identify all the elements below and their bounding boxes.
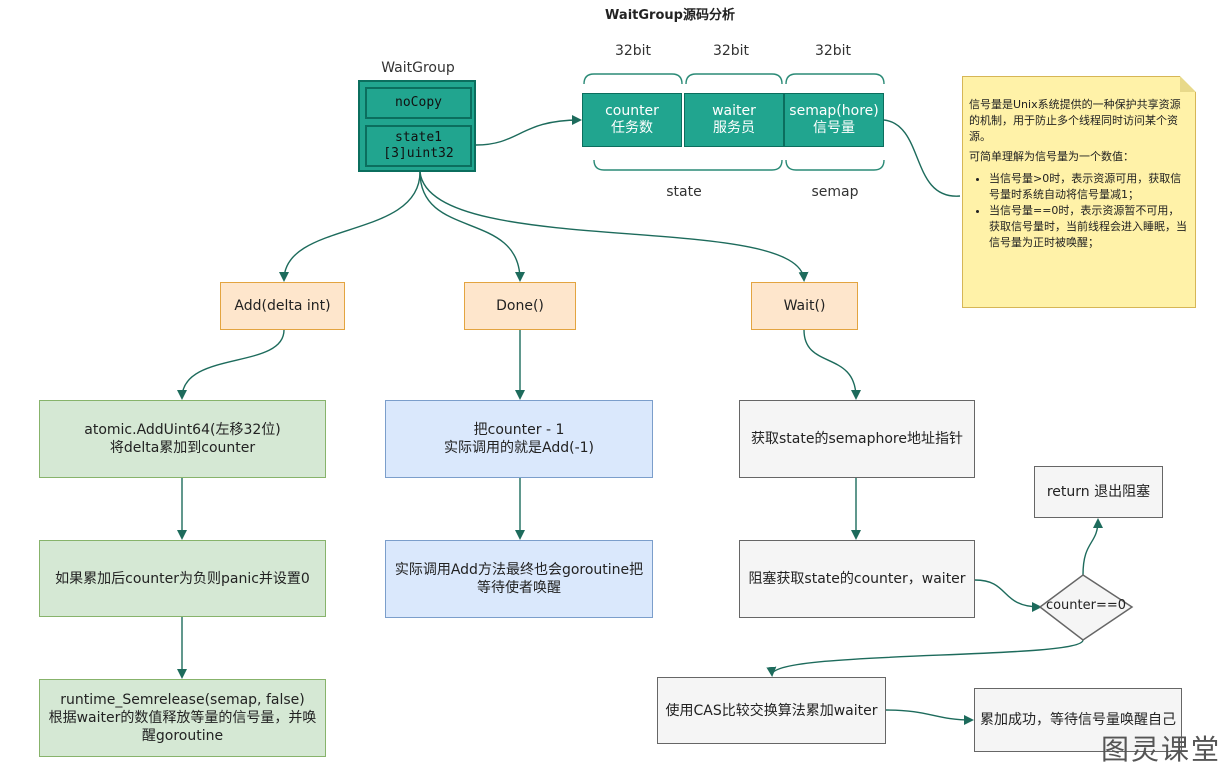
segment-waiter-desc: 服务员 [713, 120, 755, 136]
bits-label-2: 32bit [712, 43, 750, 59]
field-state1-name: state1 [395, 130, 442, 145]
link-add-to-s1 [177, 329, 285, 400]
note-paragraph-2: 可简单理解为信号量为一个数值： [969, 150, 1134, 163]
segment-counter: counter 任务数 [582, 93, 682, 147]
semaphore-note: 信号量是Unix系统提供的一种保护共享资源的机制，用于防止多个线程同时访问某个资… [962, 76, 1196, 308]
segment-waiter: waiter 服务员 [684, 93, 784, 147]
link-struct-to-layout [475, 115, 582, 146]
link-wait-s2-decision [974, 579, 1042, 612]
bits-label-1: 32bit [614, 43, 652, 59]
note-paragraph-1: 信号量是Unix系统提供的一种保护共享资源的机制，用于防止多个线程同时访问某个资… [969, 98, 1181, 143]
method-wait: Wait() [751, 282, 858, 330]
done-step-decrement: 把counter - 1 实际调用的就是Add(-1) [385, 400, 653, 478]
add-step-atomic-line2: 将delta累加到counter [109, 440, 256, 456]
decision-diamond [1038, 574, 1134, 641]
segment-waiter-name: waiter [712, 103, 756, 119]
method-done: Done() [464, 282, 576, 330]
wait-step-sleep: 累加成功，等待信号量唤醒自己 [974, 688, 1182, 752]
note-bullet-2: 当信号量==0时，表示资源暂不可用，获取信号量时，当前线程会进入睡眠，当信号量为… [989, 203, 1189, 251]
segment-semap-desc: 信号量 [813, 120, 855, 136]
wait-step-return: return 退出阻塞 [1034, 466, 1163, 518]
add-step-atomic-line1: atomic.AddUint64(左移32位) [84, 422, 281, 438]
note-bullet-list: 当信号量>0时，表示资源可用，获取信号量时系统自动将信号量减1； 当信号量==0… [969, 171, 1189, 251]
link-semap-to-note [883, 119, 961, 197]
link-decision-to-return [1082, 518, 1103, 576]
add-step-semrelease-line1: runtime_Semrelease(semap, false) [60, 692, 305, 708]
watermark-text: 图灵课堂 [1100, 733, 1221, 766]
done-step-decrement-line1: 把counter - 1 [473, 422, 565, 438]
add-step-semrelease: runtime_Semrelease(semap, false) 根据waite… [39, 679, 326, 757]
brace-bottom-semap [785, 159, 885, 171]
brace-top-2 [685, 73, 783, 85]
diagram-title: WaitGroup源码分析 [605, 8, 735, 23]
field-nocopy: noCopy [365, 87, 472, 119]
wait-step-block-read: 阻塞获取state的counter，waiter [739, 540, 975, 618]
group-label-state: state [666, 184, 702, 200]
segment-semap-name: semap(hore) [789, 103, 879, 119]
add-step-semrelease-line2: 根据waiter的数值释放等量的信号量，并唤醒goroutine [48, 710, 317, 744]
add-step-atomic: atomic.AddUint64(左移32位) 将delta累加到counter [39, 400, 326, 478]
brace-bottom-state [593, 159, 783, 171]
segment-counter-desc: 任务数 [611, 120, 653, 136]
link-wait-to-s1 [803, 329, 861, 400]
wait-step-cas: 使用CAS比较交换算法累加waiter [657, 677, 886, 744]
done-step-decrement-line2: 实际调用的就是Add(-1) [444, 440, 594, 456]
link-struct-to-wait [419, 171, 809, 282]
link-cas-to-done [885, 709, 974, 725]
bits-label-3: 32bit [814, 43, 852, 59]
decision-label: counter==0 [1045, 598, 1127, 613]
note-bullet-1: 当信号量>0时，表示资源可用，获取信号量时系统自动将信号量减1； [989, 171, 1189, 203]
link-struct-to-done [419, 171, 525, 282]
segment-semap: semap(hore) 信号量 [784, 93, 884, 147]
method-add: Add(delta int) [220, 282, 345, 330]
done-step-wakeup: 实际调用Add方法最终也会goroutine把等待使者唤醒 [385, 540, 653, 618]
field-state1-type: [3]uint32 [383, 146, 454, 161]
add-step-panic-check: 如果累加后counter为负则panic并设置0 [39, 540, 326, 617]
note-fold-corner [1180, 76, 1196, 92]
brace-top-3 [785, 73, 885, 85]
group-label-semap: semap [811, 184, 859, 200]
wait-step-get-pointer: 获取state的semaphore地址指针 [739, 400, 975, 478]
brace-top-1 [583, 73, 683, 85]
field-state1: state1 [3]uint32 [365, 125, 472, 167]
segment-counter-name: counter [605, 103, 659, 119]
link-decision-to-cas [766, 639, 1084, 677]
link-struct-to-add [279, 171, 421, 282]
struct-label: WaitGroup [381, 60, 455, 76]
